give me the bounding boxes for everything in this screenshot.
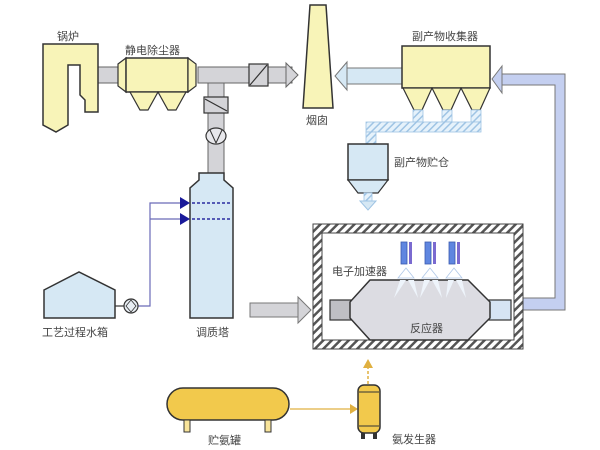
- fan-icon: [205, 127, 227, 145]
- label-process-water-tank: 工艺过程水箱: [42, 325, 108, 339]
- accelerator-2: [421, 241, 439, 279]
- boiler: [42, 43, 99, 133]
- label-ammonia-generator: 氨发生器: [392, 432, 436, 446]
- label-byproduct-collector: 副产物收集器: [412, 29, 478, 43]
- electrostatic-precipitator: [117, 56, 197, 111]
- electron-accelerators: [394, 241, 466, 298]
- accelerator-3: [445, 241, 463, 279]
- label-esp: 静电除尘器: [125, 43, 180, 57]
- clean-gas-duct: [334, 60, 404, 92]
- reactor: [329, 279, 512, 341]
- ammonia-storage-tank: [166, 387, 290, 433]
- water-pipe: [138, 197, 190, 307]
- accelerator-1: [397, 241, 415, 279]
- return-duct: [491, 64, 566, 311]
- ammonia-generator: [357, 384, 381, 439]
- label-reactor: 反应器: [410, 321, 443, 335]
- byproduct-collector: [401, 45, 491, 111]
- label-electron-accelerator: 电子加速器: [332, 265, 387, 278]
- byproduct-conveyor: [365, 109, 482, 145]
- electron-beam-spray: [394, 280, 466, 298]
- damper-branch: [203, 96, 229, 114]
- damper-main: [248, 63, 269, 87]
- pump-icon: [123, 298, 139, 314]
- label-conditioning-tower: 调质塔: [196, 326, 229, 339]
- byproduct-silo: [346, 143, 390, 211]
- label-ammonia-tank: 贮氨罐: [208, 434, 241, 447]
- process-water-tank: [43, 271, 124, 319]
- ammonia-line: [290, 359, 373, 414]
- conditioning-tower: [189, 172, 234, 319]
- label-boiler: 锅炉: [57, 30, 79, 43]
- chimney: [302, 4, 334, 109]
- label-byproduct-silo: 副产物贮仓: [394, 155, 449, 169]
- tower-to-reactor-duct: [249, 295, 312, 325]
- label-chimney: 烟囱: [306, 113, 328, 127]
